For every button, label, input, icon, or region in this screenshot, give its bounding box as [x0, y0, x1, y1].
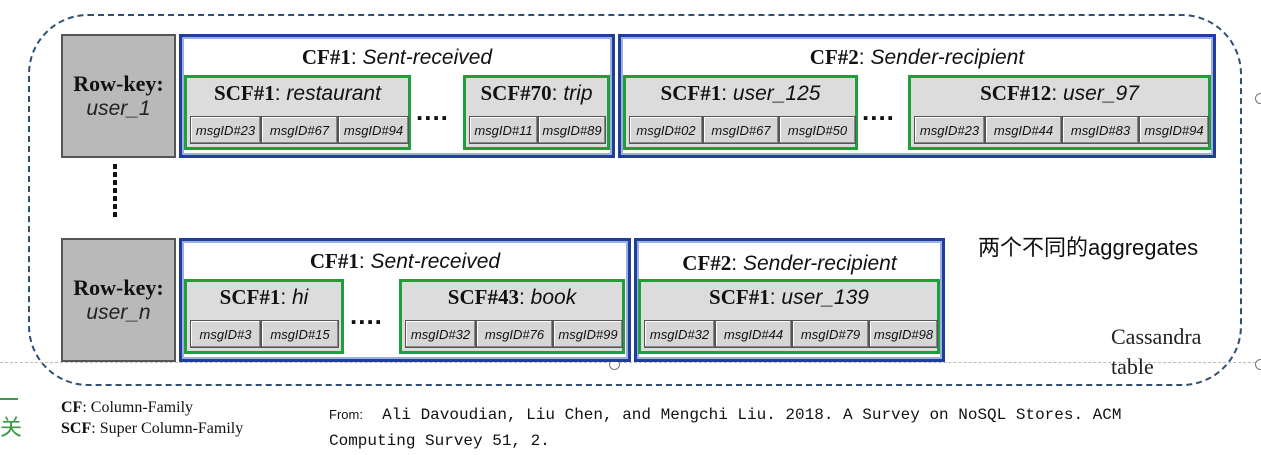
row-key-label: Row-key — [73, 71, 157, 96]
message-id-cell: msgID#94 — [338, 116, 409, 144]
message-id-cell: msgID#23 — [190, 116, 261, 144]
message-id-cell: msgID#83 — [1062, 116, 1139, 144]
ellipsis: .... — [416, 96, 449, 126]
message-id-cell: msgID#44 — [985, 116, 1062, 144]
cf-title: CF#2: Sender-recipient — [809, 45, 1025, 69]
divider-line — [0, 362, 1261, 363]
message-id-cell: msgID#50 — [779, 116, 856, 144]
ellipsis: .... — [350, 300, 383, 330]
message-id-cell: msgID#67 — [703, 116, 779, 144]
aggregates-annotation: 两个不同的aggregates — [978, 235, 1199, 260]
source-label: From: — [329, 407, 363, 422]
ellipsis: .... — [862, 96, 895, 126]
message-id-cell: msgID#32 — [405, 320, 476, 348]
super-column-family-box: SCF#1: user_125 msgID#02 msgID#67 msgID#… — [623, 75, 858, 150]
message-id-cell: msgID#23 — [914, 116, 985, 144]
scf-title: SCF#43: book — [447, 285, 577, 309]
selection-handle[interactable] — [1255, 359, 1261, 370]
super-column-family-box: SCF#1: restaurant msgID#23 msgID#67 msgI… — [184, 75, 411, 150]
row-key-label: Row-key — [73, 275, 157, 300]
scf-title: SCF#1: user_139 — [709, 285, 869, 309]
vertical-ellipsis — [113, 164, 117, 220]
scf-title: SCF#12: user_97 — [980, 81, 1139, 105]
message-id-cell: msgID#94 — [1139, 116, 1209, 144]
row-key-box: Row-key: user_1 — [61, 34, 176, 158]
cf-title: CF#1: Sent-received — [301, 45, 493, 69]
message-id-cell: msgID#11 — [469, 116, 538, 144]
message-id-cell: msgID#15 — [261, 320, 339, 348]
message-id-cell: msgID#3 — [190, 320, 261, 348]
scf-title: SCF#1: user_125 — [660, 81, 821, 105]
message-id-cell: msgID#76 — [476, 320, 553, 348]
message-id-cell: msgID#32 — [644, 320, 715, 348]
super-column-family-box: SCF#1: user_139 msgID#32 msgID#44 msgID#… — [638, 279, 940, 354]
message-id-cell: msgID#02 — [629, 116, 703, 144]
message-id-cell: msgID#44 — [715, 320, 792, 348]
message-id-cell: msgID#89 — [538, 116, 606, 144]
row-key-box: Row-key: user_n — [61, 238, 176, 362]
message-id-cell: msgID#99 — [553, 320, 623, 348]
side-accent-line — [0, 398, 18, 400]
selection-handle[interactable] — [1255, 93, 1261, 104]
message-id-cell: msgID#67 — [261, 116, 338, 144]
scf-title: SCF#1: hi — [219, 285, 309, 309]
message-id-cell: msgID#79 — [792, 320, 869, 348]
scf-title: SCF#70: trip — [480, 81, 593, 105]
super-column-family-box: SCF#70: trip msgID#11 msgID#89 — [463, 75, 610, 150]
super-column-family-box: SCF#1: hi msgID#3 msgID#15 — [184, 279, 344, 354]
source-citation: From: Ali Davoudian, Liu Chen, and Mengc… — [329, 406, 1122, 450]
super-column-family-box: SCF#43: book msgID#32 msgID#76 msgID#99 — [399, 279, 625, 354]
legend: CF: Column-Family SCF: Super Column-Fami… — [61, 399, 244, 437]
cassandra-table-label: Cassandra table — [1111, 324, 1202, 379]
scf-title: SCF#1: restaurant — [214, 81, 381, 105]
super-column-family-box: SCF#12: user_97 msgID#23 msgID#44 msgID#… — [908, 75, 1211, 150]
side-glyph: 关 — [0, 415, 23, 440]
row-key-value: user_1 — [86, 97, 151, 120]
row-key-value: user_n — [86, 301, 151, 324]
message-id-cell: msgID#98 — [869, 320, 938, 348]
cf-title: CF#2: Sender-recipient — [682, 251, 897, 275]
cassandra-table-outline — [28, 14, 1242, 386]
cf-title: CF#1: Sent-received — [309, 249, 501, 273]
